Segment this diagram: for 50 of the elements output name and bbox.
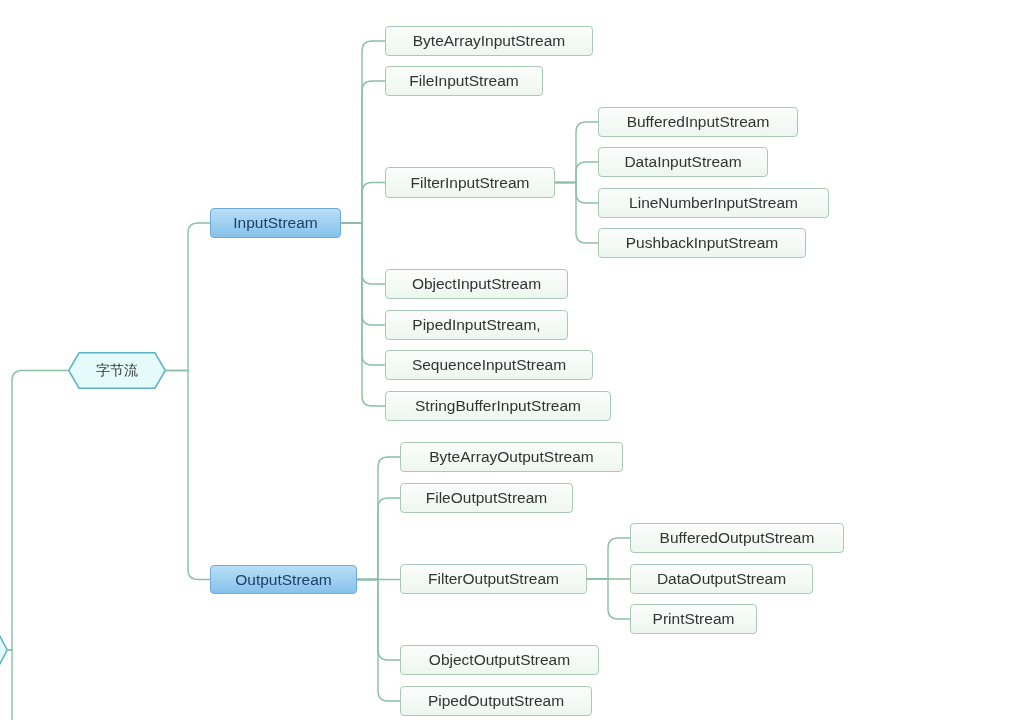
class-name: PrintStream — [652, 610, 735, 628]
class-name: BufferedInputStream — [626, 113, 770, 131]
class-name: ByteArrayInputStream — [412, 32, 566, 50]
class-name: 字节流 — [96, 361, 138, 380]
class-box — [598, 147, 768, 177]
hexagon-node — [68, 352, 166, 389]
class-name: DataInputStream — [624, 153, 742, 171]
class-box — [385, 26, 593, 56]
connector-line — [7, 649, 13, 720]
class-box — [385, 350, 593, 380]
class-box — [598, 188, 829, 218]
class-name: FileOutputStream — [425, 489, 548, 507]
class-name: StringBufferInputStream — [415, 397, 581, 415]
class-name: DataOutputStream — [656, 570, 787, 588]
class-box — [385, 269, 568, 299]
class-name: PushbackInputStream — [625, 234, 779, 252]
class-name: ByteArrayOutputStream — [429, 448, 594, 466]
connector-line — [586, 578, 631, 620]
class-name: PipedInputStream, — [412, 316, 541, 334]
class-box — [385, 310, 568, 340]
category-box — [210, 208, 341, 238]
class-name: ObjectOutputStream — [428, 651, 571, 669]
class-name: FilterInputStream — [410, 173, 530, 192]
class-box — [630, 523, 844, 553]
class-box — [630, 564, 813, 594]
class-box — [385, 167, 555, 198]
class-box — [400, 686, 592, 716]
connector-line — [554, 181, 599, 244]
class-box — [385, 66, 543, 96]
class-name: InputStream — [233, 214, 318, 232]
class-name: FileInputStream — [409, 72, 519, 90]
class-box — [598, 228, 806, 258]
class-box — [400, 442, 623, 472]
class-name: OutputStream — [235, 570, 332, 589]
class-box — [598, 107, 798, 137]
connector-line — [356, 578, 401, 702]
connector-line — [165, 369, 211, 581]
class-name: LineNumberInputStream — [629, 194, 798, 212]
connector-line — [340, 222, 386, 407]
class-box — [400, 483, 573, 513]
class-name: ObjectInputStream — [411, 275, 542, 293]
class-name: BufferedOutputStream — [659, 529, 815, 547]
class-box — [400, 645, 599, 675]
category-box — [210, 565, 357, 594]
class-box — [385, 391, 611, 421]
class-name: SequenceInputStream — [411, 356, 567, 374]
class-box — [630, 604, 757, 634]
class-name: PipedOutputStream — [427, 692, 565, 710]
class-box — [400, 564, 587, 594]
class-name: FilterOutputStream — [428, 570, 559, 588]
